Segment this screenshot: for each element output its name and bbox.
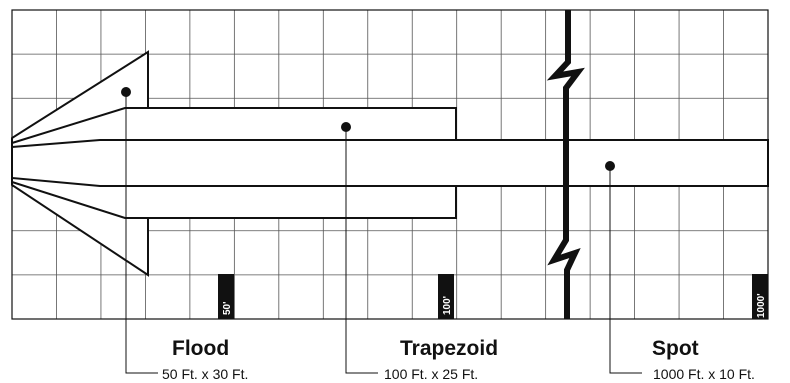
distance-label-1000: 1000' [756, 293, 767, 318]
trapezoid-size: 100 Ft. x 25 Ft. [384, 366, 479, 382]
flood-leader-line [125, 92, 158, 374]
trapezoid-leader-line [345, 127, 378, 374]
distance-label-50: 50' [222, 301, 233, 315]
trapezoid-label: Trapezoid [400, 337, 499, 360]
spot-label: Spot [652, 337, 699, 360]
flood-size: 50 Ft. x 30 Ft. [162, 366, 249, 382]
distance-break-line [546, 10, 585, 319]
spot-beam-shape [11, 139, 769, 187]
flood-label: Flood [172, 337, 230, 360]
spot-leader-line [609, 166, 642, 374]
distance-label-100: 100' [442, 296, 453, 315]
grid-border [11, 9, 769, 320]
spot-size: 1000 Ft. x 10 Ft. [653, 366, 755, 382]
distance-marker-1000 [752, 274, 768, 319]
distance-marker-100 [438, 274, 454, 319]
distance-marker-50 [218, 274, 234, 319]
